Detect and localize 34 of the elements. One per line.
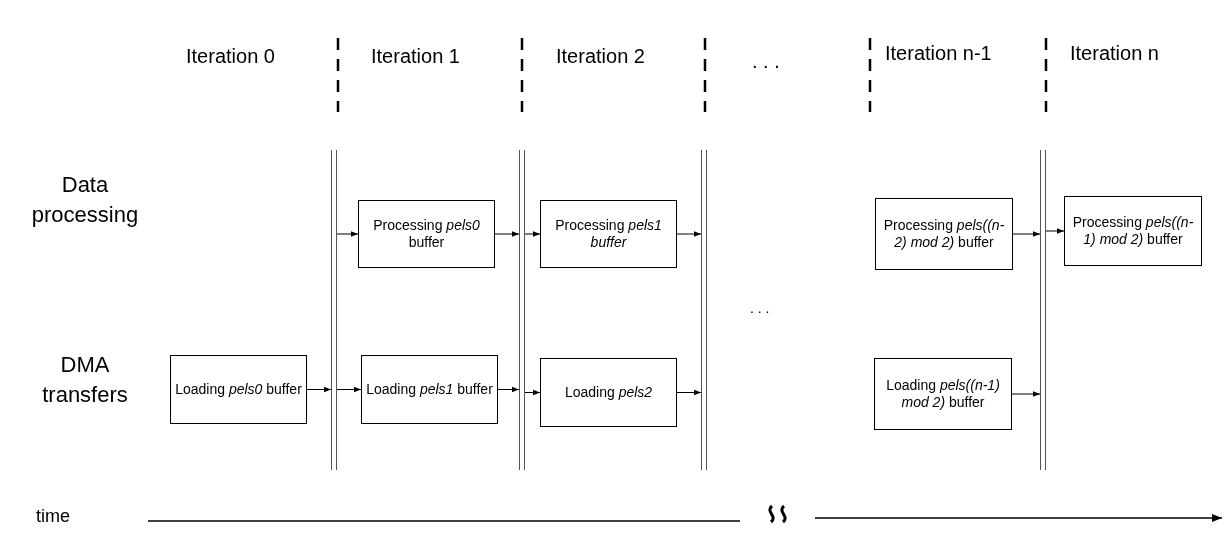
column-label: Iteration n	[1070, 42, 1159, 65]
arrow	[336, 386, 362, 393]
arrow	[1011, 391, 1041, 397]
column-label: Iteration 0	[186, 45, 275, 68]
column-label: Iteration n-1	[885, 42, 992, 65]
process-box: Loading pels((n-1) mod 2) buffer	[874, 358, 1012, 430]
arrow	[524, 231, 541, 237]
column-label: Iteration 1	[371, 45, 460, 68]
arrow	[497, 386, 520, 393]
arrow	[494, 231, 520, 237]
process-box: Processing pels0 buffer	[358, 200, 495, 268]
arrow	[306, 386, 332, 393]
row-label: DMA transfers	[41, 351, 129, 409]
row-label: Data processing	[30, 171, 140, 229]
sync-bar	[701, 150, 707, 470]
process-box: Processing pels((n-2) mod 2) buffer	[875, 198, 1013, 270]
process-box: Processing pels((n-1) mod 2) buffer	[1064, 196, 1202, 266]
sync-bar	[519, 150, 525, 470]
column-label: Iteration 2	[556, 45, 645, 68]
axis-label: time	[36, 506, 70, 527]
column-label: . . .	[750, 300, 770, 316]
arrow	[676, 389, 702, 396]
sync-bar	[331, 150, 337, 470]
process-box: Loading pels1 buffer	[361, 355, 498, 424]
process-box: Loading pels2	[540, 358, 677, 427]
column-label: . . .	[752, 50, 780, 73]
arrow	[1012, 231, 1041, 237]
process-box: Loading pels0 buffer	[170, 355, 307, 424]
arrow	[1045, 228, 1065, 234]
arrow	[676, 231, 702, 237]
process-box: Processing pels1 buffer	[540, 200, 677, 268]
arrow	[336, 231, 359, 237]
arrow	[524, 389, 541, 396]
sync-bar	[1040, 150, 1046, 470]
